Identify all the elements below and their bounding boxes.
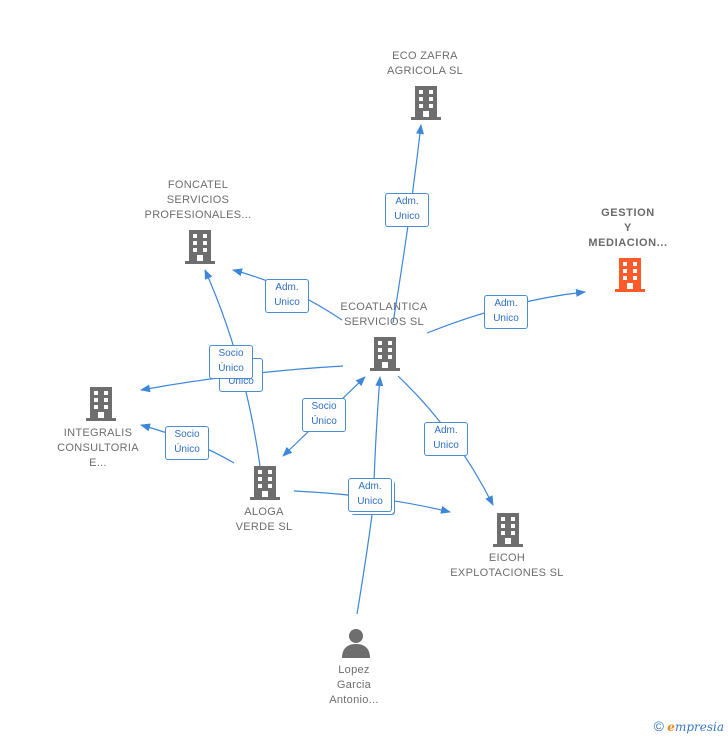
building-icon: [86, 387, 116, 421]
building-icon: [250, 466, 280, 500]
building-icon: [615, 258, 645, 292]
node-lopez[interactable]: [341, 628, 371, 663]
node-label-lopez: Lopez Garcia Antonio...: [329, 664, 379, 706]
node-foncatel[interactable]: [185, 230, 215, 269]
node-aloga[interactable]: [250, 466, 280, 505]
node-label-eicoh: EICOH EXPLOTACIONES SL: [450, 552, 564, 579]
relation-label-foncatel[interactable]: Adm. Unico: [265, 279, 309, 313]
node-label-eco-zafra: ECO ZAFRA AGRICOLA SL: [386, 50, 464, 77]
building-icon: [493, 513, 523, 547]
node-gestion[interactable]: [615, 258, 645, 297]
node-label-gestion: GESTION Y MEDIACION...: [588, 207, 668, 249]
brand-name: empresia: [667, 720, 724, 734]
building-icon: [370, 337, 400, 371]
node-eicoh[interactable]: [493, 513, 523, 552]
node-label-aloga: ALOGA VERDE SL: [235, 506, 293, 533]
node-label-integralis: INTEGRALIS CONSULTORIA E...: [57, 427, 139, 469]
node-label-ecoatlantica: ECOATLANTICA SERVICIOS SL: [340, 301, 428, 328]
relation-label-gestion[interactable]: Adm. Unico: [484, 295, 528, 329]
relation-label-aloga-socio[interactable]: Socio Único: [302, 398, 346, 432]
relation-label-eco-zafra[interactable]: Adm. Unico: [385, 193, 429, 227]
node-label-foncatel: FONCATEL SERVICIOS PROFESIONALES...: [144, 179, 252, 221]
relation-label-lopez[interactable]: Adm. Unico: [348, 478, 392, 512]
copyright-symbol: ©: [653, 718, 664, 734]
relation-label-eicoh[interactable]: Adm. Unico: [424, 422, 468, 456]
relation-label-integralis-socio[interactable]: Socio Único: [165, 426, 209, 460]
relation-label-foncatel-socio[interactable]: Socio Único: [209, 345, 253, 379]
building-icon: [185, 230, 215, 264]
node-eco-zafra[interactable]: [411, 86, 441, 125]
building-icon: [411, 86, 441, 120]
person-icon: [342, 629, 370, 658]
node-integralis[interactable]: [86, 387, 116, 426]
edge-lopez-up: [356, 514, 373, 615]
node-ecoatlantica[interactable]: [370, 337, 400, 376]
footer-brand: © empresia: [654, 718, 724, 734]
